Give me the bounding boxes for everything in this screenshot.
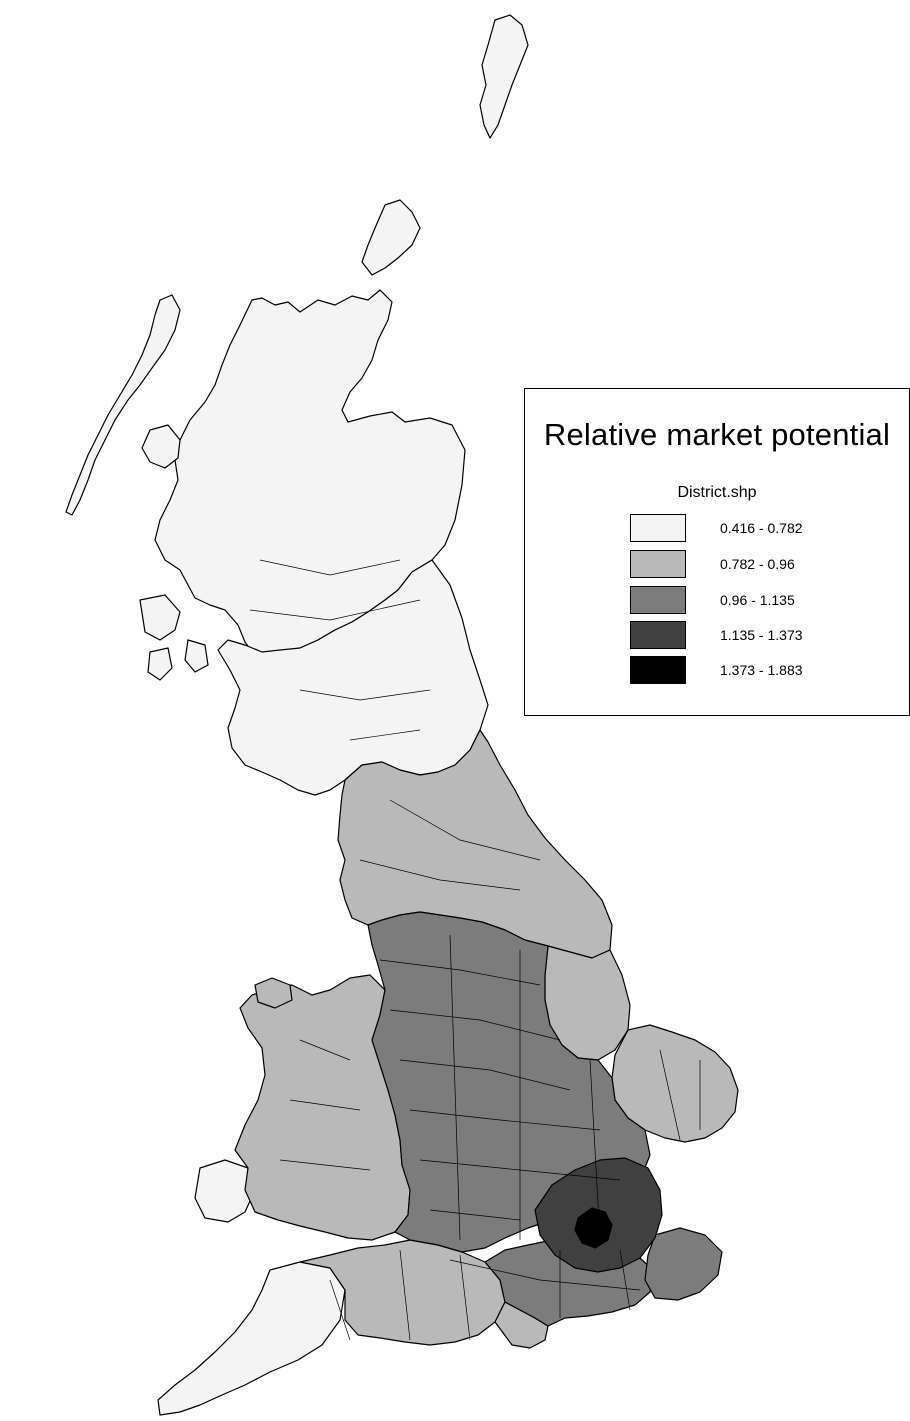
region-london xyxy=(574,1207,613,1249)
legend-item: 0.782 - 0.96 xyxy=(630,550,870,578)
legend-label: 1.135 - 1.373 xyxy=(720,627,803,643)
region-pembrokeshire xyxy=(194,1159,256,1223)
legend-item: 1.373 - 1.883 xyxy=(630,656,870,684)
region-kent xyxy=(644,1227,723,1301)
legend-swatch xyxy=(630,550,686,578)
legend-swatch xyxy=(630,656,686,684)
legend-item: 1.135 - 1.373 xyxy=(630,621,870,649)
legend-swatch xyxy=(630,621,686,649)
map-legend: Relative market potential District.shp 0… xyxy=(524,388,910,716)
region-skye xyxy=(141,424,181,469)
region-shetland xyxy=(479,14,529,139)
region-orkney xyxy=(361,199,421,276)
region-islay xyxy=(147,647,173,681)
legend-swatch xyxy=(630,586,686,614)
legend-label: 0.782 - 0.96 xyxy=(720,556,795,572)
region-mull-arran xyxy=(139,594,209,673)
legend-item: 0.416 - 0.782 xyxy=(630,514,870,542)
region-wales xyxy=(234,974,411,1241)
legend-label: 0.416 - 0.782 xyxy=(720,520,803,536)
region-cornwall xyxy=(157,1261,346,1416)
region-western-isles xyxy=(65,294,181,516)
legend-label: 0.96 - 1.135 xyxy=(720,592,795,608)
region-anglesey xyxy=(254,977,293,1009)
legend-layer-name: District.shp xyxy=(677,484,757,501)
legend-item: 0.96 - 1.135 xyxy=(630,586,870,614)
district-boundaries xyxy=(249,559,701,1341)
legend-label: 1.373 - 1.883 xyxy=(720,662,803,678)
legend-title: Relative market potential xyxy=(543,417,891,452)
legend-swatch xyxy=(630,514,686,542)
